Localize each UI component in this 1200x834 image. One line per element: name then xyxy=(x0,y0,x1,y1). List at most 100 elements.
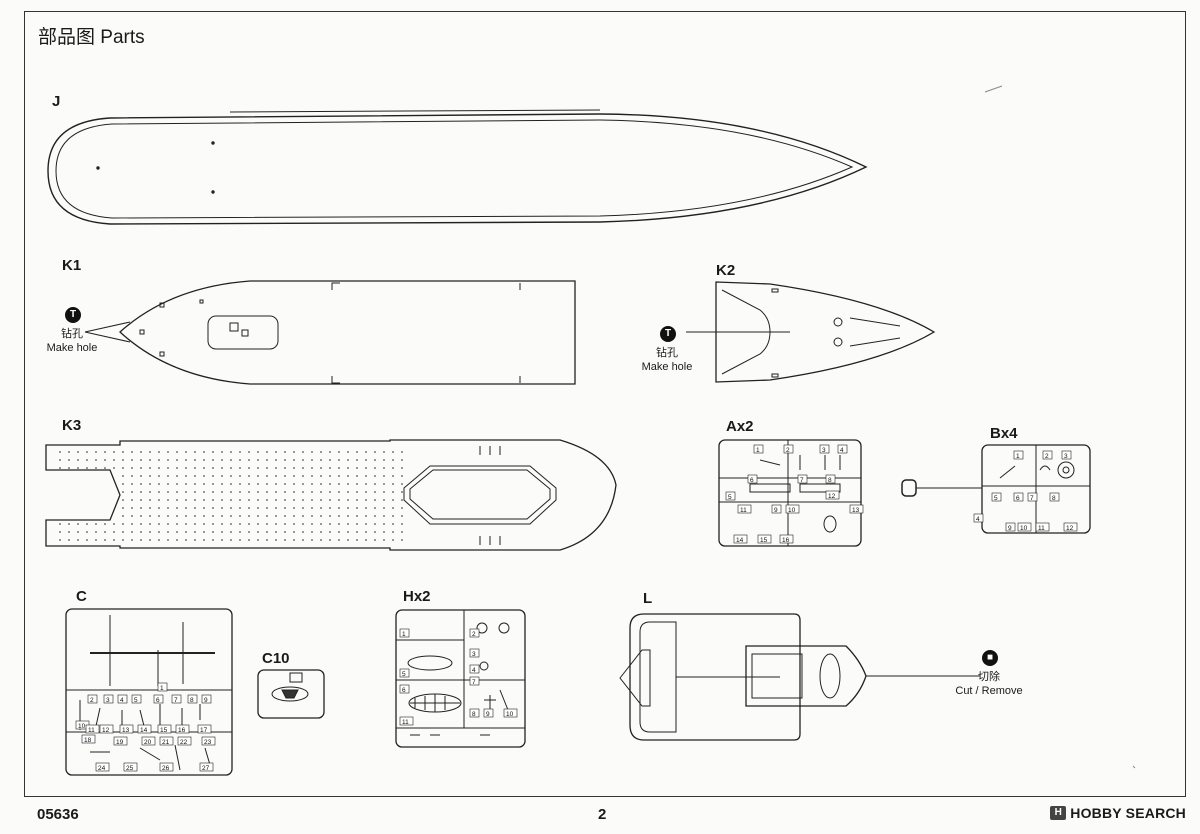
deck-dot xyxy=(239,475,241,477)
deck-dot xyxy=(248,483,250,485)
deck-dot xyxy=(239,523,241,525)
deck-dot xyxy=(383,531,385,533)
deck-dot xyxy=(401,515,403,517)
deck-dot xyxy=(266,523,268,525)
deck-dot xyxy=(347,523,349,525)
sprue-number: 1 xyxy=(1016,453,1020,460)
deck-dot xyxy=(347,467,349,469)
part-k3-dots xyxy=(59,451,403,541)
deck-dot xyxy=(266,499,268,501)
deck-dot xyxy=(320,539,322,541)
sprue-number: 26 xyxy=(162,765,170,772)
deck-dot xyxy=(230,523,232,525)
deck-dot xyxy=(329,531,331,533)
deck-dot xyxy=(338,475,340,477)
deck-dot xyxy=(239,483,241,485)
deck-dot xyxy=(203,515,205,517)
deck-dot xyxy=(239,467,241,469)
sprue-number: 14 xyxy=(140,727,148,734)
deck-dot xyxy=(167,515,169,517)
deck-dot xyxy=(122,475,124,477)
deck-dot xyxy=(284,523,286,525)
sprue-number: 7 xyxy=(174,697,178,704)
deck-dot xyxy=(248,451,250,453)
deck-dot xyxy=(158,475,160,477)
sprue-number-box xyxy=(159,736,174,746)
deck-dot xyxy=(284,475,286,477)
deck-dot xyxy=(266,483,268,485)
deck-dot xyxy=(212,531,214,533)
deck-dot xyxy=(356,515,358,517)
sprue-number: 5 xyxy=(134,697,138,704)
label-l: L xyxy=(643,590,653,607)
deck-dot xyxy=(176,539,178,541)
deck-dot xyxy=(383,507,385,509)
deck-dot xyxy=(293,499,295,501)
deck-dot xyxy=(122,491,124,493)
deck-dot xyxy=(131,491,133,493)
deck-dot xyxy=(230,515,232,517)
label-c: C xyxy=(76,588,87,605)
deck-dot xyxy=(77,539,79,541)
deck-dot xyxy=(194,515,196,517)
deck-dot xyxy=(383,483,385,485)
deck-dot xyxy=(284,491,286,493)
deck-dot xyxy=(230,499,232,501)
deck-dot xyxy=(401,539,403,541)
sprue-number: 1 xyxy=(756,447,760,454)
deck-dot xyxy=(248,515,250,517)
drill-icon: T xyxy=(660,326,676,342)
sprue-number-box xyxy=(137,724,152,734)
part-c10-frame xyxy=(257,669,325,719)
sprue-number: 25 xyxy=(126,765,134,772)
deck-dot xyxy=(158,515,160,517)
deck-dot xyxy=(212,499,214,501)
sprue-number-box xyxy=(399,684,410,694)
sprue-number-box xyxy=(771,504,782,514)
deck-dot xyxy=(365,483,367,485)
deck-dot xyxy=(266,539,268,541)
sprue-number-box xyxy=(469,708,480,718)
deck-dot xyxy=(68,539,70,541)
deck-dot xyxy=(347,507,349,509)
deck-dot xyxy=(203,539,205,541)
deck-dot xyxy=(401,507,403,509)
deck-dot xyxy=(248,539,250,541)
deck-dot xyxy=(284,459,286,461)
deck-dot xyxy=(392,523,394,525)
deck-dot xyxy=(311,531,313,533)
deck-dot xyxy=(158,467,160,469)
deck-dot xyxy=(167,451,169,453)
deck-dot xyxy=(185,531,187,533)
sprue-number-box xyxy=(399,716,414,726)
deck-dot xyxy=(257,483,259,485)
deck-dot xyxy=(338,459,340,461)
deck-dot xyxy=(311,475,313,477)
sprue-number-box xyxy=(779,534,794,544)
deck-dot xyxy=(104,459,106,461)
deck-dot xyxy=(275,531,277,533)
sprue-number-box xyxy=(103,694,114,704)
deck-dot xyxy=(302,531,304,533)
deck-dot xyxy=(59,459,61,461)
deck-dot xyxy=(311,515,313,517)
deck-dot xyxy=(338,467,340,469)
deck-dot xyxy=(122,531,124,533)
deck-dot xyxy=(122,523,124,525)
deck-dot xyxy=(176,531,178,533)
sprue-number: 1 xyxy=(402,631,406,638)
deck-dot xyxy=(338,539,340,541)
deck-dot xyxy=(230,467,232,469)
deck-dot xyxy=(140,491,142,493)
deck-dot xyxy=(149,483,151,485)
deck-dot xyxy=(176,515,178,517)
deck-dot xyxy=(77,523,79,525)
deck-dot xyxy=(131,467,133,469)
sprue-number-box xyxy=(469,676,480,686)
deck-dot xyxy=(284,483,286,485)
sprue-number-box xyxy=(199,762,214,772)
deck-dot xyxy=(347,531,349,533)
deck-dot xyxy=(311,507,313,509)
deck-dot xyxy=(392,499,394,501)
